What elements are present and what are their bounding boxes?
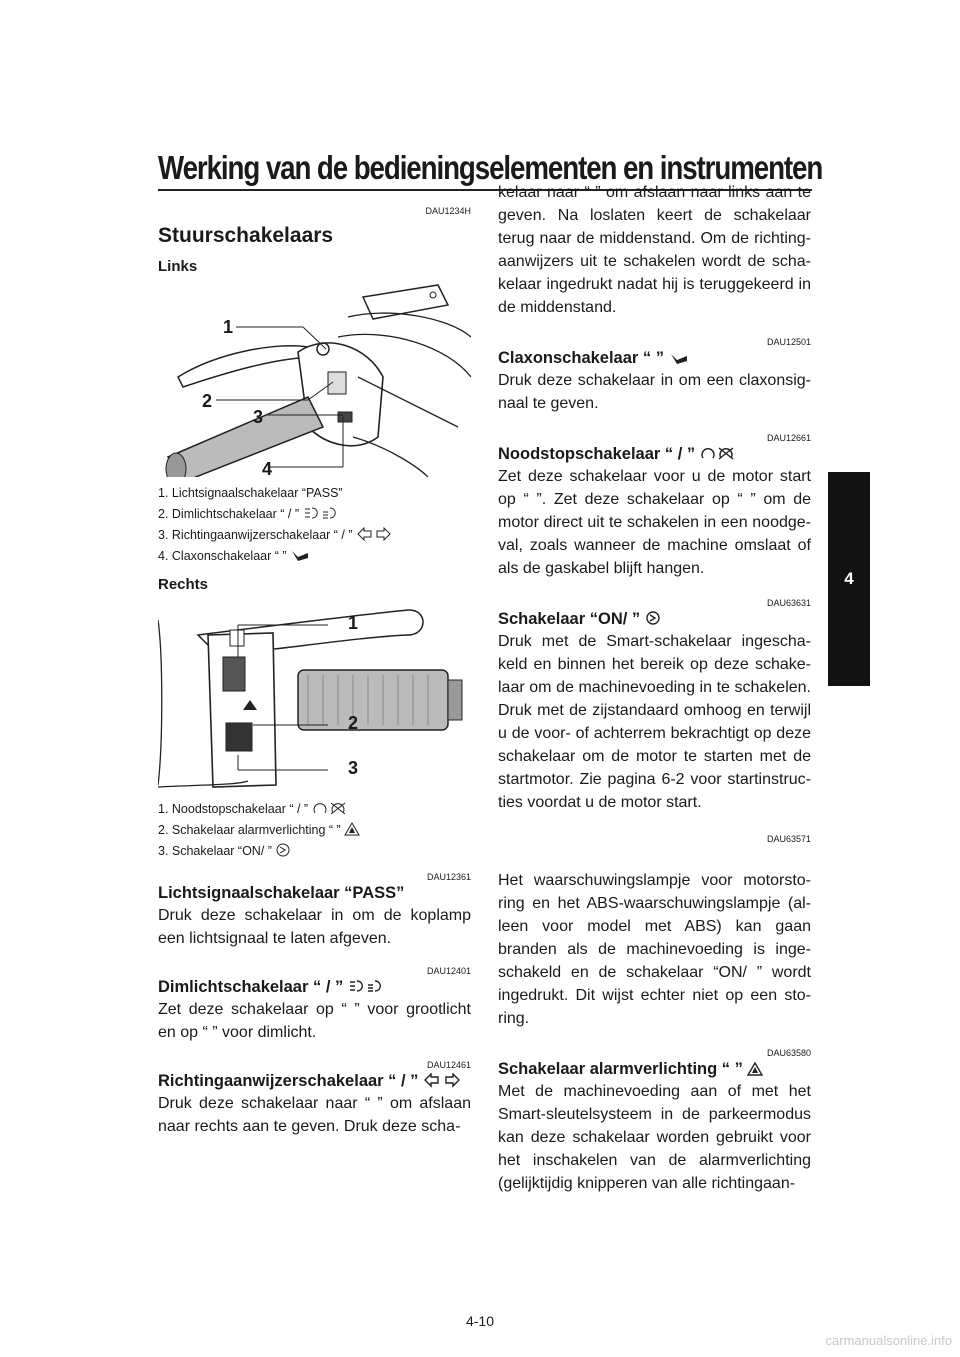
page-title: Werking van de bedieningselementen en in…: [158, 149, 823, 186]
on-switch-title: Schakelaar “ON/ ”: [498, 609, 811, 630]
engine-stop-switch-body: Zet deze schakelaar voor u de motor star…: [498, 468, 811, 577]
fig2-caption-item-text: 3. Schakelaar “ON/ ”: [158, 844, 272, 858]
horn-icon: [670, 354, 687, 364]
on-switch-body: Druk met de Smart-schakelaar ingescha-ke…: [498, 633, 811, 811]
fig1-caption-item-text: 2. Dimlichtschakelaar “ / ”: [158, 507, 300, 521]
fig1-caption-item: 4. Claxonschakelaar “ ”: [158, 546, 471, 567]
left-handlebar-illustration: [165, 284, 471, 477]
links-label: Links: [158, 258, 198, 275]
fig2-callout-2: 2: [348, 713, 359, 733]
hazard-icon: [747, 1062, 764, 1076]
ref-code: DAU12661: [766, 433, 811, 443]
left-column: DAU1234H Stuurschakelaars Links: [158, 206, 471, 1138]
fig1-callout-2: 2: [202, 391, 213, 411]
fig2-callout-1: 1: [348, 613, 359, 633]
start-icon: [276, 843, 290, 857]
start-icon: [646, 611, 660, 625]
warning-light-body: Het waarschuwingslampje voor motorsto-ri…: [498, 872, 811, 1027]
horn-switch-title-text: Claxonschakelaar “ ”: [498, 349, 664, 367]
header-rule: [158, 189, 812, 191]
fig2-caption: 1. Noodstopschakelaar “ / ” 2. Schakelaa…: [158, 799, 471, 862]
horn-icon: [292, 551, 309, 561]
engine-stop-icon: [313, 802, 345, 815]
right-column: kelaar naar “ ” om afslaan naar links aa…: [498, 181, 811, 1195]
fig1-callout-1: 1: [223, 317, 234, 337]
fig2-caption-item-text: 2. Schakelaar alarmverlichting “ ”: [158, 823, 341, 837]
pass-switch-title: Lichtsignaalschakelaar “PASS”: [158, 884, 405, 902]
ref-code: DAU63571: [766, 834, 811, 844]
fig2-caption-item: 2. Schakelaar alarmverlichting “ ”: [158, 820, 471, 841]
ref-code: DAU63580: [766, 1048, 811, 1058]
fig1-caption-item-text: 3. Richtingaanwijzerschakelaar “ / ”: [158, 528, 353, 542]
turn-switch-title: Richtingaanwijzerschakelaar “ / ”: [158, 1071, 471, 1092]
engine-stop-icon: [701, 447, 734, 460]
fig2-caption-item-text: 1. Noodstopschakelaar “ / ”: [158, 802, 309, 816]
fig1-callout-4: 4: [262, 459, 273, 479]
turn-signal-icon: [357, 527, 391, 541]
dimmer-switch-title: Dimlichtschakelaar “ / ”: [158, 977, 471, 998]
fig2-callout-3: 3: [348, 758, 359, 778]
fig1-caption-item: 2. Dimlichtschakelaar “ / ”: [158, 504, 471, 525]
high-low-beam-icon: [349, 980, 381, 992]
dimmer-switch-title-text: Dimlichtschakelaar “ / ”: [158, 978, 344, 996]
fig1-caption-item: 3. Richtingaanwijzerschakelaar “ / ”: [158, 525, 471, 546]
ref-code: DAU12401: [426, 966, 471, 976]
turn-switch-body: Druk deze schakelaar naar “ ” om afslaan…: [158, 1095, 471, 1135]
turn-switch-body-continued: kelaar naar “ ” om afslaan naar links aa…: [498, 184, 811, 316]
ref-code: DAU12501: [766, 337, 811, 347]
section-title: Stuurschakelaars: [158, 224, 334, 247]
right-handlebar-illustration: [158, 609, 463, 788]
watermark: carmanualsonline.info: [825, 1333, 952, 1348]
horn-switch-title: Claxonschakelaar “ ”: [498, 348, 811, 369]
ref-code: DAU12461: [426, 1060, 471, 1070]
pass-switch-body: Druk deze schakelaar in om de koplamp ee…: [158, 907, 471, 947]
high-low-beam-icon: [304, 507, 336, 519]
fig1-caption: 1. Lichtsignaalschakelaar “PASS” 2. Diml…: [158, 483, 471, 567]
page-header: Werking van de bedieningselementen en in…: [158, 149, 823, 191]
fig1-caption-item-text: 4. Claxonschakelaar “ ”: [158, 549, 287, 563]
ref-code: DAU12361: [426, 872, 471, 882]
rechts-label: Rechts: [158, 576, 209, 593]
ref-code: DAU1234H: [425, 206, 471, 216]
hazard-switch-title-text: Schakelaar alarmverlichting “ ”: [498, 1060, 743, 1078]
page-number: 4-10: [465, 1313, 495, 1329]
engine-stop-switch-title-text: Noodstopschakelaar “ / ”: [498, 445, 696, 463]
chapter-tab: 4: [828, 472, 870, 686]
fig1-callout-3: 3: [253, 407, 264, 427]
hazard-icon: [344, 822, 361, 836]
turn-signal-icon: [424, 1073, 461, 1088]
fig1-caption-item: 1. Lichtsignaalschakelaar “PASS”: [158, 486, 343, 500]
hazard-switch-title: Schakelaar alarmverlichting “ ”: [498, 1059, 811, 1080]
turn-switch-title-text: Richtingaanwijzerschakelaar “ / ”: [158, 1072, 419, 1090]
horn-switch-body: Druk deze schakelaar in om een claxonsig…: [498, 372, 811, 412]
right-handlebar-figure: 1 2 3: [158, 595, 471, 795]
fig2-caption-item: 1. Noodstopschakelaar “ / ”: [158, 799, 471, 820]
hazard-switch-body: Met de machinevoeding aan of met het Sma…: [498, 1083, 811, 1192]
on-switch-title-text: Schakelaar “ON/ ”: [498, 610, 641, 628]
ref-code: DAU63631: [766, 598, 811, 608]
engine-stop-switch-title: Noodstopschakelaar “ / ”: [498, 444, 811, 465]
dimmer-switch-body: Zet deze schakelaar op “ ” voor grootlic…: [158, 1001, 471, 1041]
left-handlebar-figure: 1 2 3 4: [158, 277, 471, 479]
fig2-caption-item: 3. Schakelaar “ON/ ”: [158, 841, 471, 862]
